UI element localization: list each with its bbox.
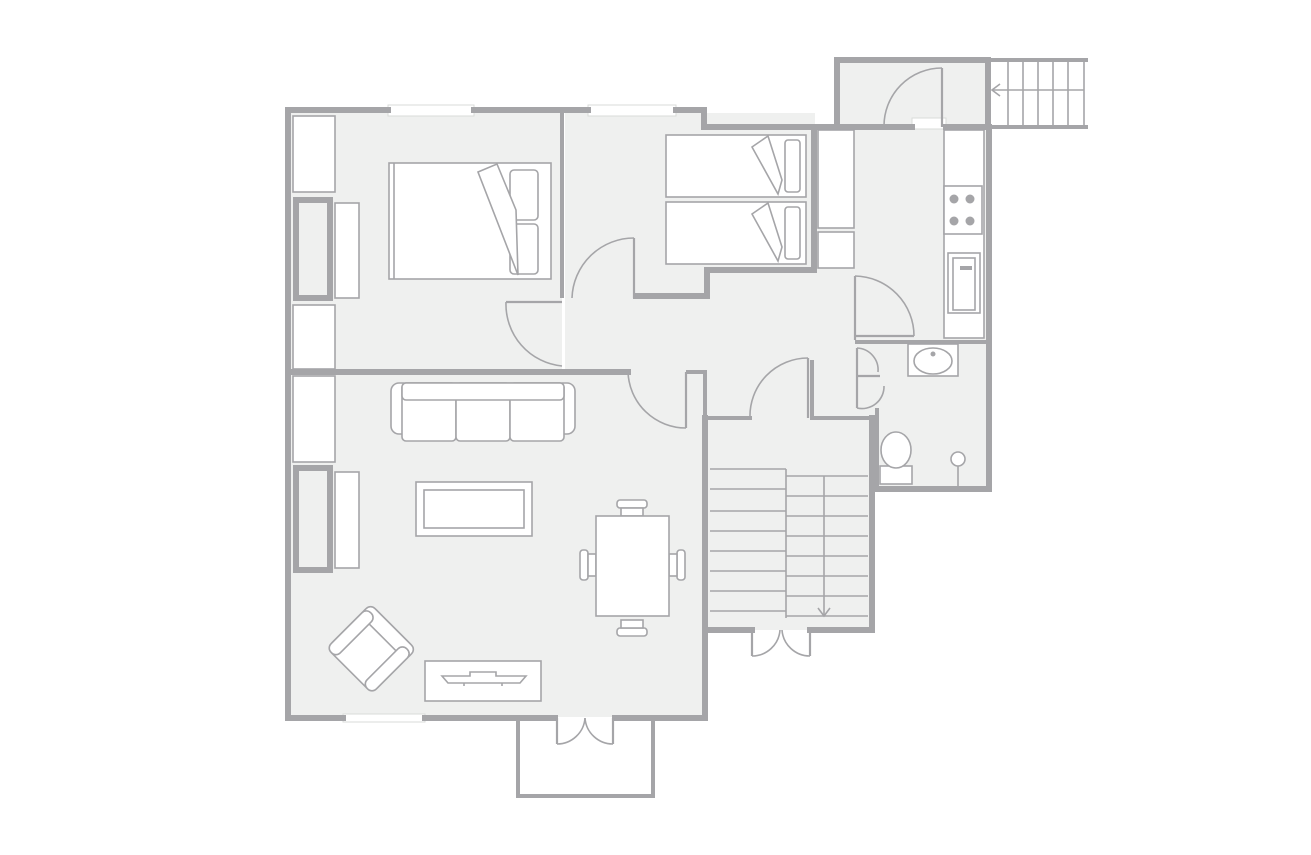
door-icon[interactable] <box>749 357 810 419</box>
balcony-wall <box>516 718 655 798</box>
exterior-wall <box>285 107 391 375</box>
armchair-icon <box>328 605 415 692</box>
exterior-wall <box>673 107 915 130</box>
window-icon <box>342 713 426 723</box>
staircase-floor <box>706 418 872 630</box>
exterior-wall <box>612 627 708 721</box>
interior-wall <box>633 267 815 299</box>
balcony <box>555 717 615 745</box>
twin-bedroom <box>665 134 807 265</box>
window-icon <box>587 104 677 117</box>
interior-wall <box>686 370 707 418</box>
wardrobe-icon <box>292 304 336 370</box>
exterior-wall <box>874 124 992 492</box>
door-icon[interactable] <box>555 717 615 745</box>
door-icon[interactable] <box>750 629 812 657</box>
stairs-icon <box>710 468 868 618</box>
cooktop-icon <box>943 185 983 235</box>
tv-unit-icon <box>424 660 542 702</box>
door-icon[interactable] <box>505 300 563 367</box>
door-icon[interactable] <box>627 371 688 429</box>
kitchen-sink-icon <box>947 252 981 314</box>
dining-table-icon <box>579 499 686 637</box>
arrow-down-icon <box>817 607 831 618</box>
kitchen <box>817 129 985 339</box>
washbasin-icon <box>907 343 959 377</box>
hallway <box>505 237 915 429</box>
walls <box>285 57 992 798</box>
wardrobe-icon <box>292 375 336 463</box>
sofa-icon <box>390 382 576 442</box>
door-icon[interactable] <box>883 67 944 128</box>
wardrobe-icon <box>334 202 360 299</box>
door-icon[interactable] <box>855 347 885 410</box>
single-bed-icon <box>665 134 807 198</box>
door-icon[interactable] <box>853 275 915 340</box>
shelf-unit <box>334 471 360 569</box>
single-bed-icon <box>665 201 807 265</box>
wardrobe-icon <box>292 115 336 193</box>
window-icon <box>387 104 475 117</box>
exterior-wall <box>834 57 991 130</box>
wardrobe-icon <box>293 465 333 573</box>
living-dining-room <box>292 375 686 702</box>
staircase <box>710 468 868 657</box>
entry-landing-floor <box>838 62 988 128</box>
bathroom <box>879 343 966 487</box>
wardrobe-icon <box>293 197 333 301</box>
kitchen-cabinet <box>817 231 855 269</box>
exterior-wall <box>807 415 875 633</box>
kitchen-cabinet <box>817 129 855 229</box>
toilet-icon <box>879 431 913 485</box>
coffee-table-icon <box>415 481 533 537</box>
master-bedroom <box>292 115 552 370</box>
entry-landing <box>883 58 1088 129</box>
exterior-wall <box>285 369 346 721</box>
window-icon <box>911 117 947 130</box>
double-bed-icon <box>388 162 552 280</box>
arrow-left-icon <box>990 83 1001 97</box>
shower-icon <box>950 451 966 487</box>
stairs-icon <box>988 58 1088 129</box>
door-icon[interactable] <box>571 237 636 299</box>
